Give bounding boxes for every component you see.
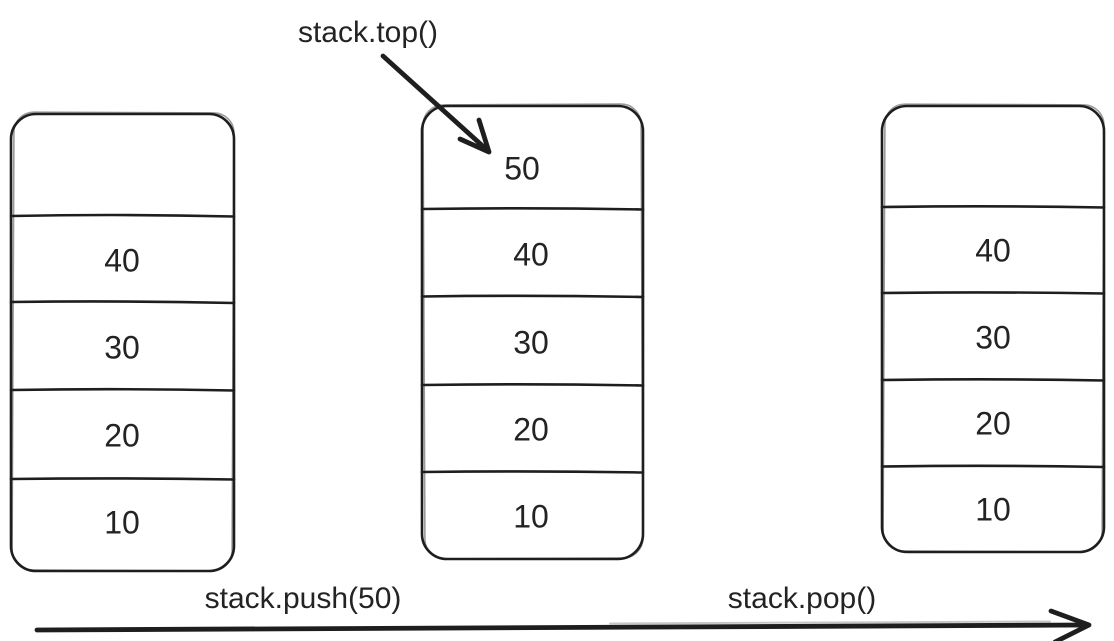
stack-top-label: stack.top() [297, 16, 439, 49]
stack-cell-value: 50 [504, 150, 540, 187]
operation-timeline-arrow [34, 608, 1092, 641]
stack-before-push-outline [9, 111, 236, 573]
stack-cell-value: 30 [104, 329, 140, 366]
stack-after-pop-outline [880, 103, 1106, 554]
stack-cell-value: 30 [513, 324, 549, 361]
stack-top-pointer-arrow [380, 53, 492, 155]
stack-cell-value: 20 [975, 405, 1011, 442]
push-operation-label: stack.push(50) [204, 582, 402, 615]
stack-cell-value: 40 [513, 236, 549, 273]
stack-cell-value: 10 [104, 504, 140, 541]
stack-cell-value: 20 [513, 411, 549, 448]
stack-cell-value: 20 [104, 417, 140, 454]
stack-cell-value: 10 [975, 491, 1011, 528]
stack-cell-value: 40 [104, 242, 140, 279]
stack-after-push-outline [420, 103, 645, 561]
stack-cell-value: 10 [513, 498, 549, 535]
stack-cell-value: 40 [975, 232, 1011, 269]
stack-cell-value: 30 [975, 319, 1011, 356]
pop-operation-label: stack.pop() [727, 582, 877, 615]
